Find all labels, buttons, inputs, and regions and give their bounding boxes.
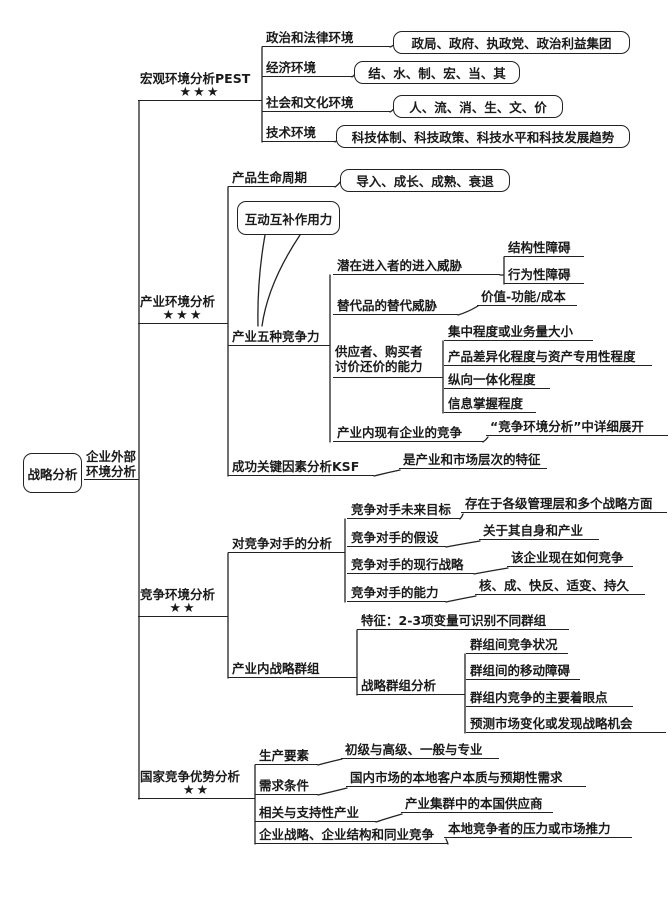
node-competitor-capability: 竞争对手的能力 — [347, 586, 446, 602]
node-existing-rivalry: 产业内现有企业的竞争 — [333, 426, 483, 442]
leaf-competitor-strategy: 该企业现在如何竞争 — [507, 551, 633, 567]
leaf-vertical-integration: 纵向一体化程度 — [444, 373, 550, 389]
leaf-behavioral-barrier: 行为性障碍 — [504, 268, 584, 284]
leaf-political-legal: 政局、政府、执政党、政治利益集团 — [393, 31, 630, 54]
node-political-legal: 政治和法律环境 — [262, 31, 390, 47]
node-firm-strategy-rivalry: 企业战略、企业结构和同业竞争 — [255, 828, 448, 844]
branch-industry-label: 产业环境分析 — [140, 294, 216, 309]
branch-national-stars: ★★ — [182, 783, 211, 798]
leaf-information-mastery: 信息掌握程度 — [444, 397, 536, 413]
branch-competitive-stars: ★★ — [169, 601, 197, 616]
leaf-groups-feature: 特征：2-3项变量可识别不同群组 — [357, 614, 569, 630]
leaf-related-industries: 产业集群中的本国供应商 — [401, 797, 553, 813]
leaf-concentration: 集中程度或业务量大小 — [444, 325, 593, 341]
leaf-structural-barrier: 结构性障碍 — [504, 241, 584, 257]
leaf-product-lifecycle: 导入、成长、成熟、衰退 — [340, 169, 510, 192]
node-demand-conditions: 需求条件 — [255, 779, 318, 795]
leaf-mobility-barriers: 群组间的移动障碍 — [466, 664, 580, 680]
node-ksf: 成功关键因素分析KSF — [228, 460, 374, 476]
node-bargaining-power: 供应者、购买者 讨价还价的能力 — [333, 344, 443, 378]
branch-competitive-label: 竞争环境分析 — [140, 587, 216, 602]
note-interaction-forces: 互动互补作用力 — [237, 201, 340, 235]
branch-national-label: 国家竞争优势分析 — [140, 769, 241, 784]
branch-macro-stars: ★★★ — [179, 85, 221, 100]
bargaining-line1: 供应者、购买者 — [335, 344, 423, 359]
leaf-differentiation-specificity: 产品差异化程度与资产专用性程度 — [444, 350, 652, 366]
root-node: 战略分析 — [23, 453, 82, 493]
node-technological: 技术环境 — [262, 126, 335, 142]
node-entrants-threat: 潜在进入者的进入威胁 — [333, 259, 500, 275]
external-environment-line1: 企业外部 — [86, 449, 137, 464]
leaf-group-competition: 群组间竞争状况 — [466, 638, 568, 654]
branch-industry-stars: ★★★ — [162, 308, 204, 323]
branch-national: 国家竞争优势分析 ★★ — [138, 770, 255, 799]
leaf-rivalry-note: “竞争环境分析”中详细展开 — [486, 420, 668, 436]
leaf-competitor-goals: 存在于各级管理层和多个战略方面 — [461, 497, 667, 513]
node-related-industries: 相关与支持性产业 — [255, 806, 376, 822]
leaf-economic: 结、水、制、宏、当、其 — [354, 61, 520, 84]
leaf-competitor-assumptions: 关于其自身和产业 — [479, 524, 599, 540]
branch-competitive: 竞争环境分析 ★★ — [138, 588, 228, 617]
external-environment-node: 企业外部 环境分析 — [84, 449, 139, 480]
leaf-value-function-cost: 价值-功能/成本 — [477, 290, 577, 306]
node-substitutes-threat: 替代品的替代威胁 — [333, 299, 458, 315]
node-five-forces: 产业五种竞争力 — [228, 330, 330, 346]
leaf-social-cultural: 人、流、消、生、文、价 — [393, 95, 563, 118]
branch-industry: 产业环境分析 ★★★ — [138, 295, 228, 324]
leaf-competitor-capability: 核、成、快反、适变、持久 — [475, 579, 645, 595]
leaf-production-factors: 初级与高级、一般与专业 — [341, 743, 499, 759]
leaf-firm-strategy-rivalry: 本地竞争者的压力或市场推力 — [444, 822, 632, 838]
node-social-cultural: 社会和文化环境 — [262, 96, 390, 112]
node-economic: 经济环境 — [262, 61, 352, 77]
node-group-analysis: 战略群组分析 — [357, 679, 465, 695]
node-competitor-assumptions: 竞争对手的假设 — [347, 531, 446, 547]
node-competitor-strategy: 竞争对手的现行战略 — [347, 558, 474, 574]
node-strategic-groups: 产业内战略群组 — [228, 662, 357, 678]
leaf-market-prediction: 预测市场变化或发现战略机会 — [466, 717, 666, 733]
leaf-ksf-note: 是产业和市场层次的特征 — [399, 453, 547, 469]
node-product-lifecycle: 产品生命周期 — [228, 171, 335, 187]
external-environment-line2: 环境分析 — [86, 464, 137, 479]
leaf-technological: 科技体制、科技政策、科技水平和科技发展趋势 — [336, 125, 630, 148]
branch-macro-label: 宏观环境分析PEST — [140, 71, 251, 86]
node-production-factors: 生产要素 — [255, 749, 318, 765]
node-competitor-goals: 竞争对手未来目标 — [347, 503, 460, 519]
leaf-demand-conditions: 国内市场的本地客户本质与预期性需求 — [346, 771, 586, 787]
node-competitor-analysis: 对竞争对手的分析 — [228, 537, 345, 553]
bargaining-line2: 讨价还价的能力 — [335, 359, 423, 374]
branch-macro-pest: 宏观环境分析PEST ★★★ — [138, 72, 262, 101]
leaf-group-focus: 群组内竞争的主要着眼点 — [466, 691, 633, 707]
